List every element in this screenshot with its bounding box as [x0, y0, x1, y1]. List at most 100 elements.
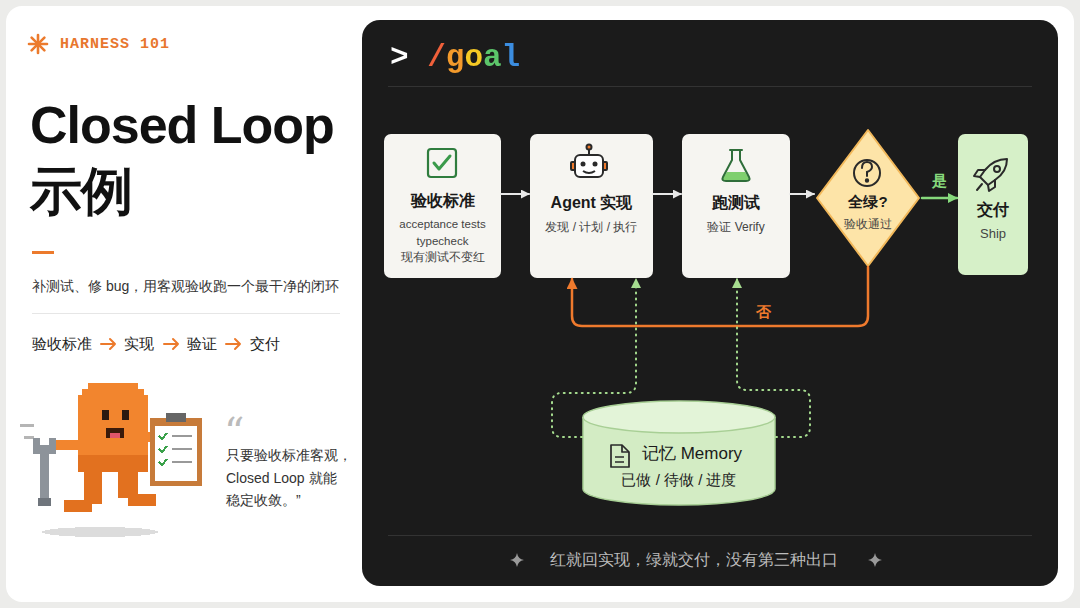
quote-text: 只要验收标准客观， Closed Loop 就能 稳定收敛。”: [226, 444, 366, 512]
question-icon: [854, 160, 880, 186]
document-icon: [611, 445, 629, 467]
checkbox-icon: [428, 149, 456, 177]
mascot-illustration: [78, 455, 148, 472]
question-icon: [854, 160, 880, 186]
robot-icon: [571, 162, 575, 170]
mascot-illustration: [38, 498, 51, 506]
process-box: Agent 实现发现 / 计划 / 执行: [530, 134, 653, 278]
document-icon: [615, 457, 624, 462]
flow-step: 验证: [187, 335, 217, 353]
sparkle-symbol: [868, 553, 882, 567]
subtitle: 补测试、修 bug，用客观验收跑一个最干净的闭环: [32, 277, 339, 295]
mascot-illustration: [42, 527, 158, 537]
robot-icon: [575, 155, 603, 177]
memory-cylinder: 记忆 Memory 已做 / 待做 / 进度: [582, 400, 776, 506]
robot-icon: [603, 162, 607, 170]
connector: [922, 197, 957, 200]
rocket-icon: [994, 166, 1000, 172]
question-icon: [862, 162, 872, 176]
process-box: 跑测试验证 Verify: [682, 134, 790, 278]
flow-step: 交付: [250, 335, 280, 353]
rocket-icon: [988, 180, 995, 191]
rocket-icon: [974, 159, 1007, 191]
node-heading: 全绿?: [848, 191, 887, 213]
connector: [737, 279, 810, 437]
mascot-illustration: [33, 438, 56, 454]
mascot-illustration: [40, 438, 49, 445]
command-title: > /goal: [390, 40, 520, 76]
flask-icon: [723, 172, 749, 181]
mascot-illustration: [172, 435, 192, 437]
brand-tag: HARNESS 101: [60, 36, 170, 54]
cylinder-top: [583, 401, 775, 433]
accent-dash: [32, 251, 54, 254]
mascot-illustration: [82, 389, 144, 395]
mascot-illustration: [110, 433, 120, 438]
mascot-illustration: [84, 468, 102, 504]
asterisk-logo: [29, 43, 47, 46]
mascot-illustration: [150, 418, 202, 486]
rocket-icon: [980, 159, 1007, 185]
node-detail: 验收通过: [844, 216, 892, 232]
flow-arrow: [101, 339, 240, 349]
node-detail: 发现 / 计划 / 执行: [545, 219, 637, 235]
page-title: Closed Loop 示例: [30, 92, 350, 224]
mascot-illustration: [118, 468, 138, 498]
flask-icon: [722, 150, 749, 181]
asterisk-logo: [29, 35, 47, 53]
mascot-illustration: [159, 433, 167, 465]
divider-line: [32, 313, 340, 314]
mascot-illustration: [128, 494, 156, 506]
flow-arrow: [164, 339, 178, 349]
quote-mark: “: [224, 412, 244, 452]
checkbox-icon: [428, 149, 456, 177]
mascot-illustration: [24, 436, 34, 439]
asterisk-logo: [32, 38, 45, 51]
node-detail: acceptance tests typecheck 现有测试不变红: [391, 216, 495, 266]
node-heading: 跑测试: [712, 192, 760, 214]
mascot-illustration: [20, 424, 34, 427]
robot-icon: [593, 162, 598, 167]
flow-arrow: [226, 339, 240, 349]
question-icon: [866, 179, 868, 181]
connector: [653, 193, 681, 195]
mascot-illustration: [146, 432, 160, 442]
node-heading: 记忆 Memory: [616, 443, 742, 465]
robot-icon: [588, 149, 590, 155]
edge-label: 是: [932, 172, 947, 190]
mascot-illustration: [78, 395, 148, 472]
connector: [501, 193, 529, 195]
mascot-illustration: [56, 440, 80, 450]
rocket-icon: [974, 170, 985, 177]
flow-arrow: [101, 339, 115, 349]
criteria-box: 验收标准 acceptance tests typecheck 现有测试不变红: [384, 134, 501, 278]
robot-icon: [583, 171, 595, 173]
robot-icon: [587, 145, 592, 150]
mascot-illustration: [172, 448, 192, 450]
edge-label: 否: [756, 303, 771, 321]
node-detail: 已做 / 待做 / 进度: [621, 471, 736, 489]
mascot-illustration: [64, 500, 92, 512]
flask-icon: [722, 150, 749, 181]
mascot-illustration: [106, 428, 124, 438]
document-icon: [622, 445, 629, 452]
panel-rule: [388, 86, 1032, 87]
mascot-illustration: [172, 461, 192, 463]
mascot-illustration: [102, 410, 109, 420]
asterisk-logo: [32, 38, 45, 51]
flow-step: 验收标准: [32, 335, 92, 353]
connector: [790, 193, 814, 195]
node-heading: 验收标准: [411, 190, 475, 212]
rocket-icon: [977, 184, 982, 190]
mascot-illustration: [166, 413, 186, 422]
mascot-illustration: [20, 383, 202, 537]
node-detail: 验证 Verify: [707, 219, 764, 235]
sparkle-symbol: [510, 553, 524, 567]
connector: [572, 267, 868, 326]
mascot-illustration: [122, 410, 129, 420]
connector: [552, 279, 636, 437]
